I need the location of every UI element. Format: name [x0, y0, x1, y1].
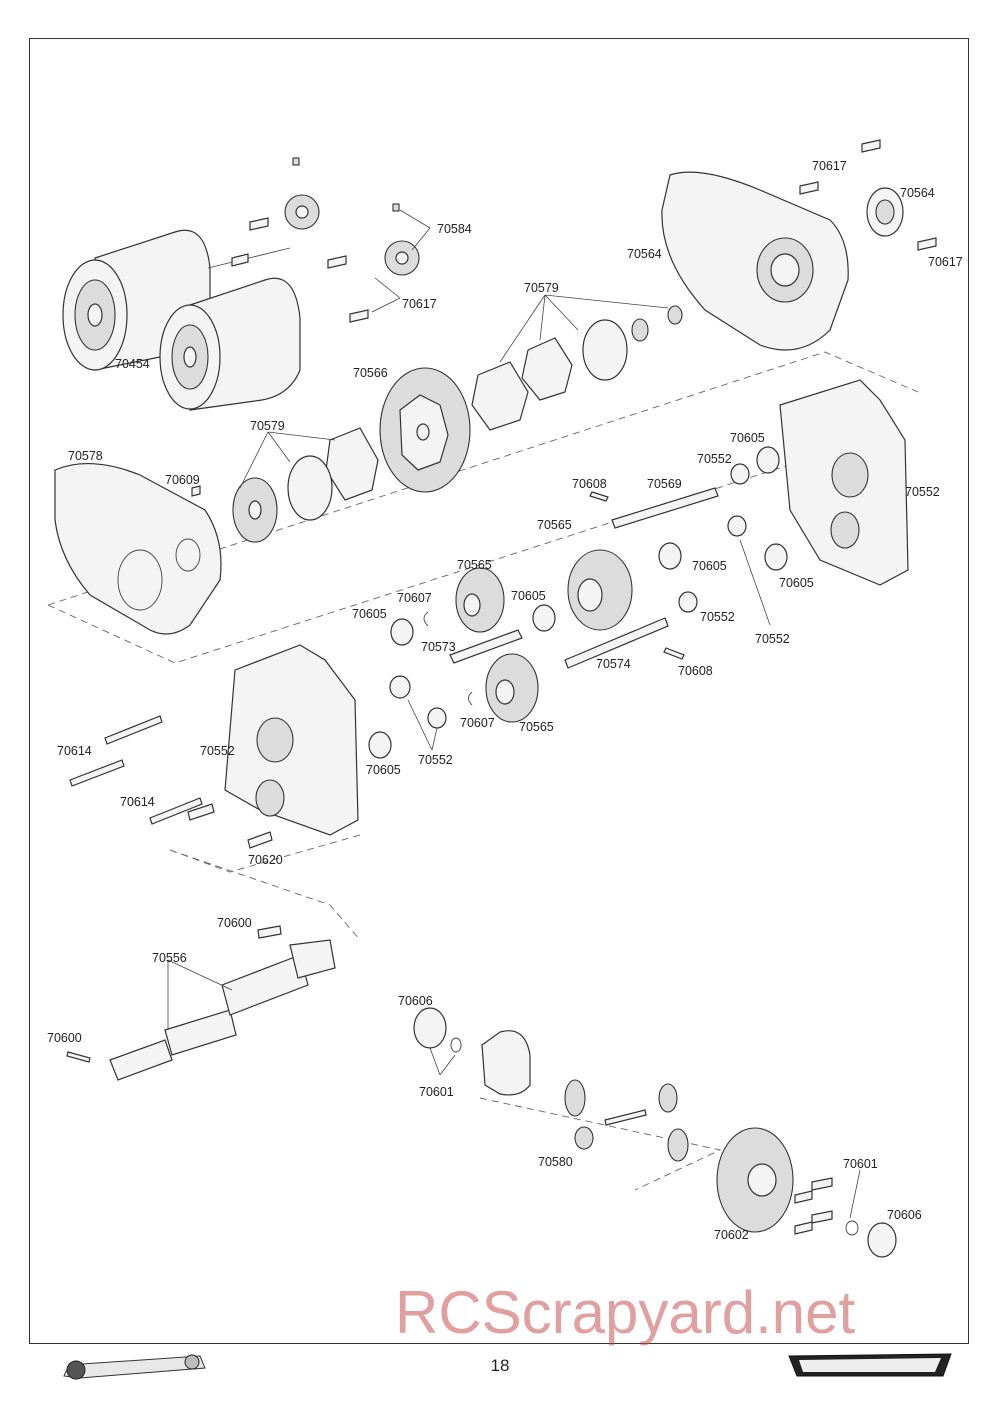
part-label: 70607	[460, 716, 495, 730]
diff-screws	[794, 1177, 897, 1258]
part-label: 70552	[905, 485, 940, 499]
slipper-clutch-left	[232, 427, 379, 543]
part-label: 70552	[700, 610, 735, 624]
part-label: 70607	[397, 591, 432, 605]
watermark-text: RCScrapyard.net	[395, 1279, 856, 1346]
case-cap	[866, 187, 904, 237]
pins-and-clips	[423, 491, 685, 706]
differential-case	[413, 1007, 689, 1162]
gear-case-cover	[661, 171, 849, 351]
bearings	[368, 446, 788, 759]
page-number: 18	[490, 1356, 510, 1375]
part-label: 70573	[421, 640, 456, 654]
part-label: 70605	[730, 431, 765, 445]
part-label: 70600	[47, 1031, 82, 1045]
part-label: 70565	[519, 720, 554, 734]
part-label: 70564	[900, 186, 935, 200]
motor-screws	[231, 217, 369, 323]
part-label: 70584	[437, 222, 472, 236]
gearbox-half-left	[224, 644, 359, 836]
diff-ring-gear	[716, 1127, 794, 1233]
part-label: 70569	[647, 477, 682, 491]
output-shaft	[564, 617, 669, 669]
part-label: 70605	[779, 576, 814, 590]
slipper-clutch-top	[471, 305, 683, 431]
part-label: 70614	[120, 795, 155, 809]
part-label: 70564	[627, 247, 662, 261]
page-border	[29, 38, 969, 1344]
part-label: 70614	[57, 744, 92, 758]
pinion-gears	[284, 157, 420, 276]
motor-front	[159, 277, 301, 411]
idler-shaft	[449, 629, 523, 664]
part-label: 70605	[511, 589, 546, 603]
part-label: 70552	[418, 753, 453, 767]
part-label: 70566	[353, 366, 388, 380]
counter-shaft	[611, 487, 719, 529]
part-label: 70601	[843, 1157, 878, 1171]
part-label: 70578	[68, 449, 103, 463]
part-labels: 70617 70564 70564 70617 70584 70617 7045…	[47, 159, 963, 1242]
part-label: 70608	[572, 477, 607, 491]
gearbox-screws	[69, 715, 273, 849]
assembly-guides	[47, 351, 919, 1191]
part-label: 70579	[250, 419, 285, 433]
part-label: 70600	[217, 916, 252, 930]
part-label: 70552	[697, 452, 732, 466]
motor-plate	[54, 463, 222, 635]
small-gear-pair	[455, 567, 505, 633]
part-label: 70552	[755, 632, 790, 646]
part-label: 70617	[812, 159, 847, 173]
part-label: 70617	[928, 255, 963, 269]
gearbox-half-right	[779, 379, 909, 586]
part-label: 70606	[887, 1208, 922, 1222]
part-label: 70605	[366, 763, 401, 777]
part-label: 70579	[524, 281, 559, 295]
e-zilla-logo	[63, 1354, 206, 1380]
spur-gear	[379, 367, 471, 493]
idler-gear-pair	[567, 549, 633, 631]
hot-bodies-logo	[788, 1353, 952, 1377]
part-label: 70608	[678, 664, 713, 678]
part-label: 70565	[537, 518, 572, 532]
part-label: 70556	[152, 951, 187, 965]
part-label: 70454	[115, 357, 150, 371]
part-label: 70602	[714, 1228, 749, 1242]
part-label: 70609	[165, 473, 200, 487]
part-label: 70580	[538, 1155, 573, 1169]
center-driveshaft	[66, 925, 336, 1081]
leader-lines	[167, 209, 861, 1219]
output-gear	[485, 653, 539, 723]
part-label: 70605	[352, 607, 387, 621]
part-label: 70606	[398, 994, 433, 1008]
part-label: 70617	[402, 297, 437, 311]
part-label: 70601	[419, 1085, 454, 1099]
case-screws	[799, 139, 937, 251]
part-label: 70620	[248, 853, 283, 867]
part-label: 70574	[596, 657, 631, 671]
part-label: 70552	[200, 744, 235, 758]
part-label: 70605	[692, 559, 727, 573]
part-label: 70565	[457, 558, 492, 572]
